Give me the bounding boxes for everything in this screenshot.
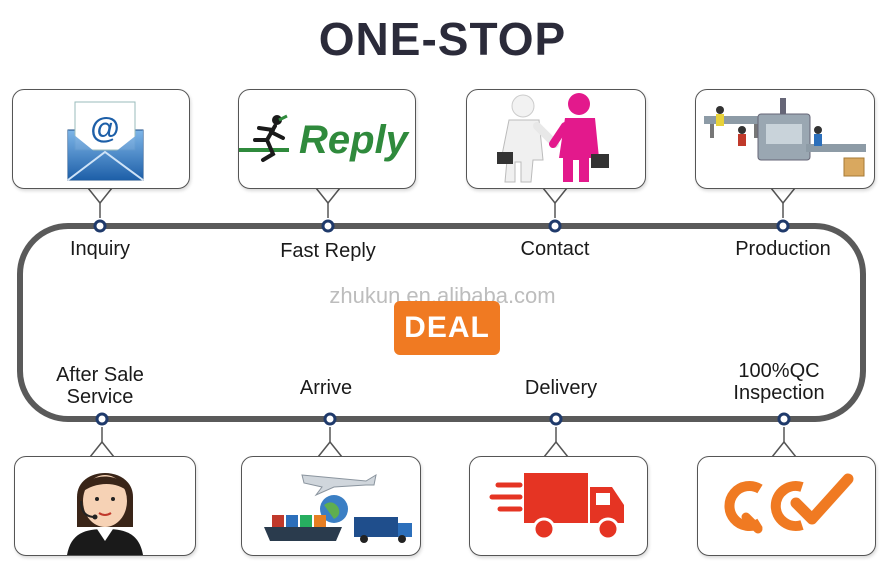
step-label-after-sale: After Sale Service — [38, 364, 162, 408]
email-envelope-icon: @ — [67, 101, 144, 181]
node-contact — [548, 219, 562, 233]
ship-plane-truck-icon — [264, 473, 412, 543]
card-fast-reply: Reply — [238, 89, 416, 189]
step-label-delivery: Delivery — [524, 377, 598, 399]
step-label-qc-line1: 100%QC — [738, 360, 820, 382]
card-delivery — [469, 456, 648, 556]
reply-runner-icon — [239, 114, 289, 162]
node-after-sale — [95, 412, 109, 426]
step-label-after-sale-line2: Service — [66, 386, 134, 408]
page-title: ONE-STOP — [318, 13, 567, 65]
node-production — [776, 219, 790, 233]
node-arrive — [323, 412, 337, 426]
step-label-arrive: Arrive — [299, 377, 353, 399]
step-label-fast-reply: Fast Reply — [280, 240, 376, 262]
deal-badge: DEAL — [394, 301, 500, 355]
customer-service-agent-icon — [67, 473, 143, 555]
step-label-production: Production — [735, 238, 831, 260]
loop-track — [17, 223, 866, 422]
pointer-delivery — [543, 440, 569, 458]
pointer-contact — [542, 187, 568, 205]
pointer-arrive — [317, 440, 343, 458]
pointer-qc — [771, 440, 797, 458]
svg-text:@: @ — [90, 112, 119, 145]
handshake-icon — [497, 93, 609, 183]
pointer-fast-reply — [315, 187, 341, 205]
reply-logo-text: Reply — [299, 118, 408, 162]
node-fast-reply — [321, 219, 335, 233]
pointer-after-sale — [89, 440, 115, 458]
step-label-qc: 100%QC Inspection — [712, 360, 846, 404]
factory-line-icon — [704, 98, 866, 177]
step-label-after-sale-line1: After Sale — [56, 364, 144, 386]
node-delivery — [549, 412, 563, 426]
card-arrive — [241, 456, 421, 556]
node-qc — [777, 412, 791, 426]
step-label-inquiry: Inquiry — [69, 238, 131, 260]
pointer-inquiry — [87, 187, 113, 205]
delivery-truck-icon — [489, 473, 624, 541]
pointer-production — [770, 187, 796, 205]
card-qc — [697, 456, 876, 556]
step-label-qc-line2: Inspection — [733, 382, 825, 404]
qc-check-icon — [724, 473, 854, 534]
card-inquiry: @ — [12, 89, 190, 189]
node-inquiry — [93, 219, 107, 233]
card-contact — [466, 89, 646, 189]
card-production — [695, 89, 875, 189]
card-after-sale — [14, 456, 196, 556]
step-label-contact: Contact — [520, 238, 590, 260]
